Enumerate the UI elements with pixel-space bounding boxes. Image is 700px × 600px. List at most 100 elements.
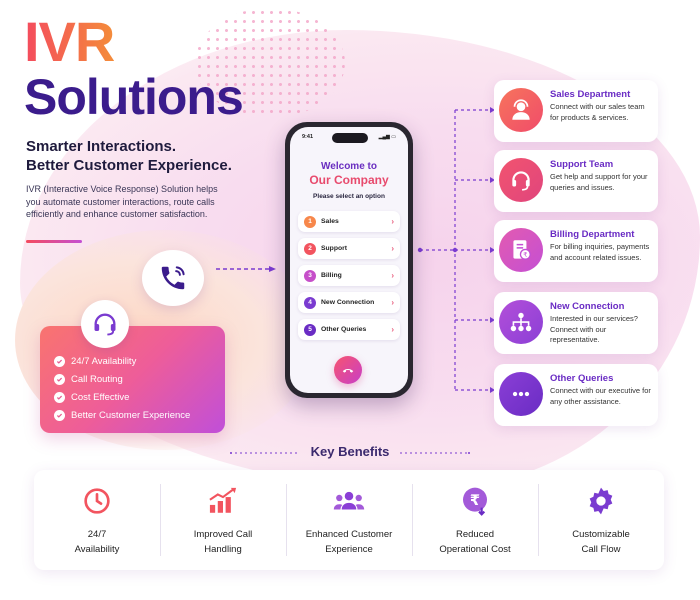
benefit-item: ₹ Reduced Operational Cost xyxy=(412,470,538,570)
sales-agent-icon xyxy=(499,88,543,132)
gear-icon xyxy=(584,484,618,518)
benefit-line1: 24/7 xyxy=(87,529,107,540)
chevron-right-icon: › xyxy=(391,298,394,307)
menu-option-support[interactable]: 2 Support › xyxy=(298,238,400,259)
users-icon xyxy=(332,484,366,518)
headset-icon xyxy=(499,158,543,202)
growth-chart-icon xyxy=(206,484,240,518)
status-time: 9:41 xyxy=(302,134,314,140)
benefit-line2: Call Flow xyxy=(581,544,621,555)
benefit-label: Enhanced Customer Experience xyxy=(294,527,404,557)
dept-card-other-queries[interactable]: Other Queries Connect with our executive… xyxy=(494,364,658,426)
benefit-label: Improved Call Handling xyxy=(168,527,278,557)
company-name: Our Company xyxy=(309,173,389,187)
svg-text:₹: ₹ xyxy=(470,492,480,509)
signal-battery-icon: ▂▄▆ ▭ xyxy=(378,134,396,140)
menu-option-new-connection[interactable]: 4 New Connection › xyxy=(298,292,400,313)
divider-line-right xyxy=(400,452,470,454)
chevron-right-icon: › xyxy=(391,325,394,334)
chevron-right-icon: › xyxy=(391,217,394,226)
end-call-button[interactable] xyxy=(334,356,362,384)
benefit-line1: Improved Call xyxy=(193,529,253,540)
phone-screen: 9:41 ▂▄▆ ▭ Welcome to Our Company Please… xyxy=(290,127,408,393)
chevron-right-icon: › xyxy=(391,244,394,253)
feature-item: Better Customer Experience xyxy=(54,406,211,424)
dept-title: Billing Department xyxy=(550,229,635,240)
dept-card-new-connection[interactable]: New Connection Interested in our service… xyxy=(494,292,658,354)
dept-description: Connect with our executive for any other… xyxy=(550,386,651,406)
benefit-item: Customizable Call Flow xyxy=(538,470,664,570)
subtitle-line2: Better Customer Experience. xyxy=(26,157,232,174)
dept-description: Interested in our services? Connect with… xyxy=(550,314,638,344)
dept-title: Other Queries xyxy=(550,373,614,384)
option-label: Other Queries xyxy=(321,326,367,333)
chat-dots-icon xyxy=(499,372,543,416)
benefit-item: Improved Call Handling xyxy=(160,470,286,570)
benefit-line1: Customizable xyxy=(572,529,630,540)
subtitle: Smarter Interactions. Better Customer Ex… xyxy=(26,137,232,175)
dept-description: For billing inquiries, payments and acco… xyxy=(550,242,650,262)
hang-up-icon xyxy=(342,368,354,373)
check-icon xyxy=(54,373,65,385)
feature-label: Cost Effective xyxy=(71,391,130,403)
dept-card-support[interactable]: Support Team Get help and support for yo… xyxy=(494,150,658,212)
benefits-panel: 24/7 Availability Improved Call Handling… xyxy=(34,470,664,570)
benefit-line2: Availability xyxy=(74,544,120,555)
feature-item: 24/7 Availability xyxy=(54,352,211,370)
benefit-line2: Experience xyxy=(325,544,373,555)
network-icon xyxy=(499,300,543,344)
benefit-label: Customizable Call Flow xyxy=(546,527,656,557)
dept-title: Support Team xyxy=(550,159,614,170)
title-solutions: Solutions xyxy=(24,69,244,125)
feature-label: Better Customer Experience xyxy=(71,409,191,421)
benefit-item: 24/7 Availability xyxy=(34,470,160,570)
check-icon xyxy=(54,355,65,367)
feature-label: 24/7 Availability xyxy=(71,355,137,367)
benefit-label: 24/7 Availability xyxy=(42,527,152,557)
check-icon xyxy=(54,391,65,403)
phone-ringing-icon xyxy=(161,266,185,290)
invoice-icon: ₹ xyxy=(499,228,543,272)
dept-title: New Connection xyxy=(550,301,625,312)
benefit-label: Reduced Operational Cost xyxy=(420,527,530,557)
accent-underline xyxy=(26,240,82,243)
option-label: New Connection xyxy=(321,299,375,306)
option-number: 5 xyxy=(304,323,316,336)
dynamic-island xyxy=(332,133,368,143)
feature-label: Call Routing xyxy=(71,373,123,385)
menu-option-other-queries[interactable]: 5 Other Queries › xyxy=(298,319,400,340)
hero-description: IVR (Interactive Voice Response) Solutio… xyxy=(26,184,218,219)
option-number: 2 xyxy=(304,242,316,255)
menu-option-billing[interactable]: 3 Billing › xyxy=(298,265,400,286)
welcome-text: Welcome to xyxy=(321,161,377,172)
rupee-down-icon: ₹ xyxy=(458,484,492,518)
decorative-dots xyxy=(195,8,345,118)
feature-item: Call Routing xyxy=(54,370,211,388)
features-card: 24/7 Availability Call Routing Cost Effe… xyxy=(40,326,225,433)
dept-card-sales[interactable]: Sales Department Connect with our sales … xyxy=(494,80,658,142)
benefit-line2: Operational Cost xyxy=(439,544,511,555)
check-icon xyxy=(54,409,65,421)
option-number: 3 xyxy=(304,269,316,282)
subtitle-line1: Smarter Interactions. xyxy=(26,138,177,155)
dept-card-billing[interactable]: ₹ Billing Department For billing inquiri… xyxy=(494,220,658,282)
clock-icon xyxy=(80,484,114,518)
key-benefits-title: Key Benefits xyxy=(310,444,390,459)
benefit-item: Enhanced Customer Experience xyxy=(286,470,412,570)
title-ivr: IVR xyxy=(24,10,115,73)
select-prompt: Please select an option xyxy=(313,193,385,200)
dept-title: Sales Department xyxy=(550,89,631,100)
option-number: 1 xyxy=(304,215,316,228)
phone-call-badge xyxy=(142,250,204,306)
call-arrow xyxy=(216,266,276,272)
option-label: Support xyxy=(321,245,348,252)
dept-description: Connect with our sales team for products… xyxy=(550,102,645,122)
headset-icon xyxy=(94,313,116,336)
option-label: Billing xyxy=(321,272,342,279)
menu-option-sales[interactable]: 1 Sales › xyxy=(298,211,400,232)
svg-text:₹: ₹ xyxy=(523,251,527,259)
phone-mockup: 9:41 ▂▄▆ ▭ Welcome to Our Company Please… xyxy=(285,122,413,398)
divider-line-left xyxy=(230,452,300,454)
feature-item: Cost Effective xyxy=(54,388,211,406)
